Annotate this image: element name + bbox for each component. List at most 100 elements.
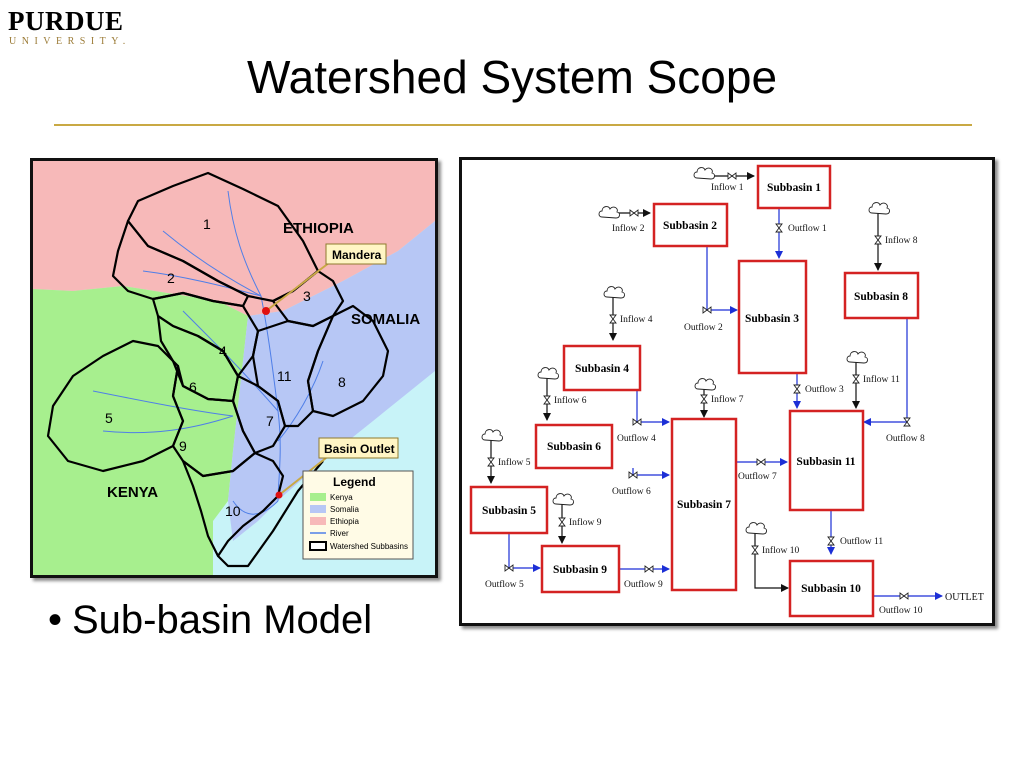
- valve-icon: [827, 536, 835, 546]
- subbasin-8-box: [843, 271, 920, 320]
- valve-icon: [700, 394, 708, 404]
- inflow-10-label: Inflow 10: [762, 545, 799, 556]
- river-segment: [277, 360, 324, 442]
- subbasin-label: 1: [203, 216, 211, 232]
- legend-swatch-ethiopia: [310, 517, 326, 525]
- valve-icon: [727, 172, 737, 180]
- kenya-label: KENYA: [107, 484, 158, 501]
- subbasin-6-box: [534, 423, 614, 470]
- subbasin-1-label: Subbasin 1: [767, 182, 821, 194]
- inflow-4-label: Inflow 4: [620, 314, 653, 325]
- ethiopia-region: [33, 161, 435, 316]
- outflow-11-label: Outflow 11: [840, 536, 883, 547]
- title-rule: [54, 124, 972, 126]
- river-segment: [227, 190, 262, 297]
- valve-icon: [756, 458, 766, 466]
- outlet-callout: [318, 437, 399, 459]
- bullet-text: Sub-basin Model: [72, 598, 373, 642]
- mandera-point: [262, 307, 270, 315]
- river-segment: [142, 270, 262, 297]
- valve-icon: [558, 517, 566, 527]
- legend-title: Legend: [333, 475, 376, 489]
- logo-university: UNIVERSITY.: [9, 36, 131, 47]
- subbasin-4-box: [562, 344, 642, 392]
- subbasin-label: 10: [225, 503, 241, 519]
- legend-item-river: River: [330, 529, 349, 538]
- inflow-2-label: Inflow 2: [612, 223, 645, 234]
- subbasin-11-outline: [251, 314, 335, 428]
- diagram-canvas: Subbasin 1 Subbasin 2 Subbasin 3 Subbasi…: [469, 164, 984, 618]
- subbasin-2-box: [652, 202, 729, 248]
- valve-icon: [487, 457, 495, 467]
- legend-item-ethiopia: Ethiopia: [330, 517, 359, 526]
- legend-item-somalia: Somalia: [330, 505, 359, 514]
- logo-wordmark: PURDUE: [8, 6, 124, 36]
- legend-swatch-kenya: [310, 493, 326, 501]
- map-canvas: 1 2 3 4 5 6 7 8 9 10 11 ETHIOPIA SOMALIA…: [33, 161, 435, 575]
- mandera-label: Mandera: [332, 248, 382, 262]
- river-segment: [162, 230, 262, 297]
- subbasin-label: 8: [338, 374, 346, 390]
- inflow-labels: Inflow 1 Inflow 2 Inflow 4 Inflow 5 Infl…: [498, 182, 918, 556]
- river-segment: [92, 390, 234, 417]
- subbasin-label: 7: [266, 413, 274, 429]
- river-network: [92, 190, 324, 515]
- legend-swatch-subbasins: [309, 541, 327, 551]
- river-segment: [232, 500, 279, 515]
- outflow-1-label: Outflow 1: [788, 223, 827, 234]
- valve-icon: [852, 374, 860, 384]
- outflow-8-link: [863, 318, 908, 426]
- inflow-8-label: Inflow 8: [885, 235, 918, 246]
- cloud-icon: [603, 286, 625, 299]
- basin-outline-coast: [217, 460, 324, 568]
- outflow-4-label: Outflow 4: [617, 433, 656, 444]
- outflow-2-label: Outflow 2: [684, 322, 723, 333]
- subbasin-box-labels: Subbasin 1 Subbasin 2 Subbasin 3 Subbasi…: [482, 182, 908, 595]
- legend-item-subbasins: Watershed Subbasins: [330, 542, 408, 551]
- subbasin-2-label: Subbasin 2: [663, 220, 717, 232]
- subbasin-model-diagram: Subbasin 1 Subbasin 2 Subbasin 3 Subbasi…: [459, 157, 995, 626]
- subbasin-10-box: [788, 559, 875, 618]
- outflow-5-label: Outflow 5: [485, 579, 524, 590]
- mandera-callout: [325, 243, 387, 265]
- somalia-label: SOMALIA: [351, 311, 420, 328]
- subbasin-labels: 1 2 3 4 5 6 7 8 9 10 11: [105, 216, 346, 519]
- outflow-6-link: [632, 468, 670, 479]
- valve-icon: [543, 395, 551, 405]
- inflow-10-link: [754, 532, 789, 592]
- cloud-icon: [745, 522, 767, 535]
- kenya-region: [33, 286, 248, 575]
- valve-icon: [629, 209, 639, 217]
- subbasin-boundaries: [46, 171, 390, 568]
- watershed-map: 1 2 3 4 5 6 7 8 9 10 11 ETHIOPIA SOMALIA…: [30, 158, 438, 578]
- outflow-3-label: Outflow 3: [805, 384, 844, 395]
- river-segment: [182, 310, 279, 412]
- cloud-icon: [598, 206, 620, 219]
- inflow-9-label: Inflow 9: [569, 517, 602, 528]
- subbasin-6-label: Subbasin 6: [547, 441, 601, 453]
- inflow-5-label: Inflow 5: [498, 457, 531, 468]
- subbasin-label: 2: [167, 270, 175, 286]
- inflow-6-label: Inflow 6: [554, 395, 587, 406]
- subbasin-label: 11: [277, 368, 292, 384]
- subbasin-3-box: [737, 259, 808, 375]
- subbasin-5-box: [469, 485, 549, 535]
- inflow-1-label: Inflow 1: [711, 182, 744, 193]
- outflow-10-label: Outflow 10: [879, 605, 923, 616]
- subbasin-11-box: [788, 409, 865, 512]
- mandera-leader: [265, 255, 339, 312]
- subbasin-8-label: Subbasin 8: [854, 291, 908, 303]
- outflow-7-label: Outflow 7: [738, 471, 777, 482]
- legend-swatch-somalia: [310, 505, 326, 513]
- outlet-label: Basin Outlet: [324, 442, 395, 456]
- subbasin-10-outline: [181, 451, 285, 558]
- river-segment: [102, 415, 234, 434]
- inflow-7-label: Inflow 7: [711, 394, 744, 405]
- outlet-label: OUTLET: [945, 592, 984, 603]
- valve-icon: [644, 565, 654, 573]
- valve-icon: [775, 223, 783, 233]
- cloud-icon: [537, 367, 559, 380]
- cloud-icon: [846, 351, 868, 364]
- valve-icon: [793, 384, 801, 394]
- bullet-dot: •: [48, 598, 63, 642]
